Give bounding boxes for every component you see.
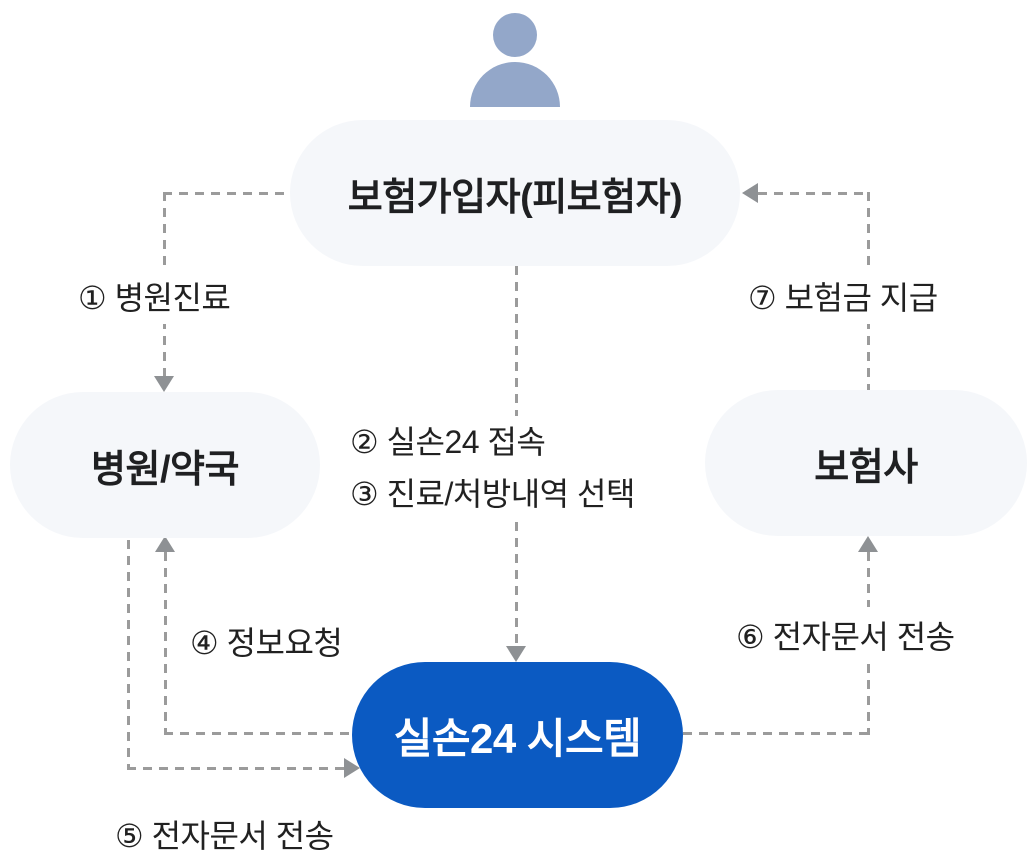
arrowhead-down-icon — [506, 646, 526, 662]
person-icon — [493, 13, 537, 57]
arrowhead-left-icon — [742, 183, 758, 203]
node-hospital-pharmacy-label: 병원/약국 — [91, 448, 239, 491]
step-2-silson24-access-label: ② 실손24 접속 — [350, 424, 546, 460]
flow5-horizontal-line — [127, 767, 345, 770]
node-silson24-system-label: 실손24 시스템 — [393, 714, 642, 762]
flow6-horizontal-line — [683, 732, 868, 735]
arrowhead-down-icon — [154, 376, 174, 392]
flow7-horizontal-line — [758, 192, 868, 195]
flow4-vertical-line — [164, 552, 167, 735]
arrowhead-up-icon — [858, 536, 878, 552]
node-insurer-label: 보험사 — [814, 446, 918, 489]
arrowhead-right-icon — [344, 758, 360, 778]
node-insured: 보험가입자(피보험자) — [290, 120, 740, 266]
node-hospital-pharmacy: 병원/약국 — [10, 392, 320, 538]
flow4-horizontal-line — [164, 732, 352, 735]
node-silson24-system: 실손24 시스템 — [352, 662, 683, 808]
step-5-edoc-transfer-label: ⑤ 전자문서 전송 — [107, 806, 342, 855]
step-3-select-records-label: ③ 진료/처방내역 선택 — [350, 476, 635, 512]
person-icon-body — [470, 62, 560, 107]
node-insured-label: 보험가입자(피보험자) — [347, 176, 683, 219]
arrowhead-up-icon — [155, 536, 175, 552]
step-1-hospital-visit-label: ① 병원진료 — [70, 268, 239, 324]
step-2-3-label-group: ② 실손24 접속 ③ 진료/처방내역 선택 — [340, 416, 645, 520]
node-insurer: 보험사 — [705, 390, 1027, 536]
step-4-info-request-label: ④ 정보요청 — [182, 613, 351, 669]
step-6-edoc-transfer-label: ⑥ 전자문서 전송 — [728, 607, 963, 663]
flow1-horizontal-line — [163, 192, 290, 195]
step-7-insurance-payout-label: ⑦ 보험금 지급 — [740, 268, 946, 324]
flow5-vertical-line — [127, 540, 130, 770]
